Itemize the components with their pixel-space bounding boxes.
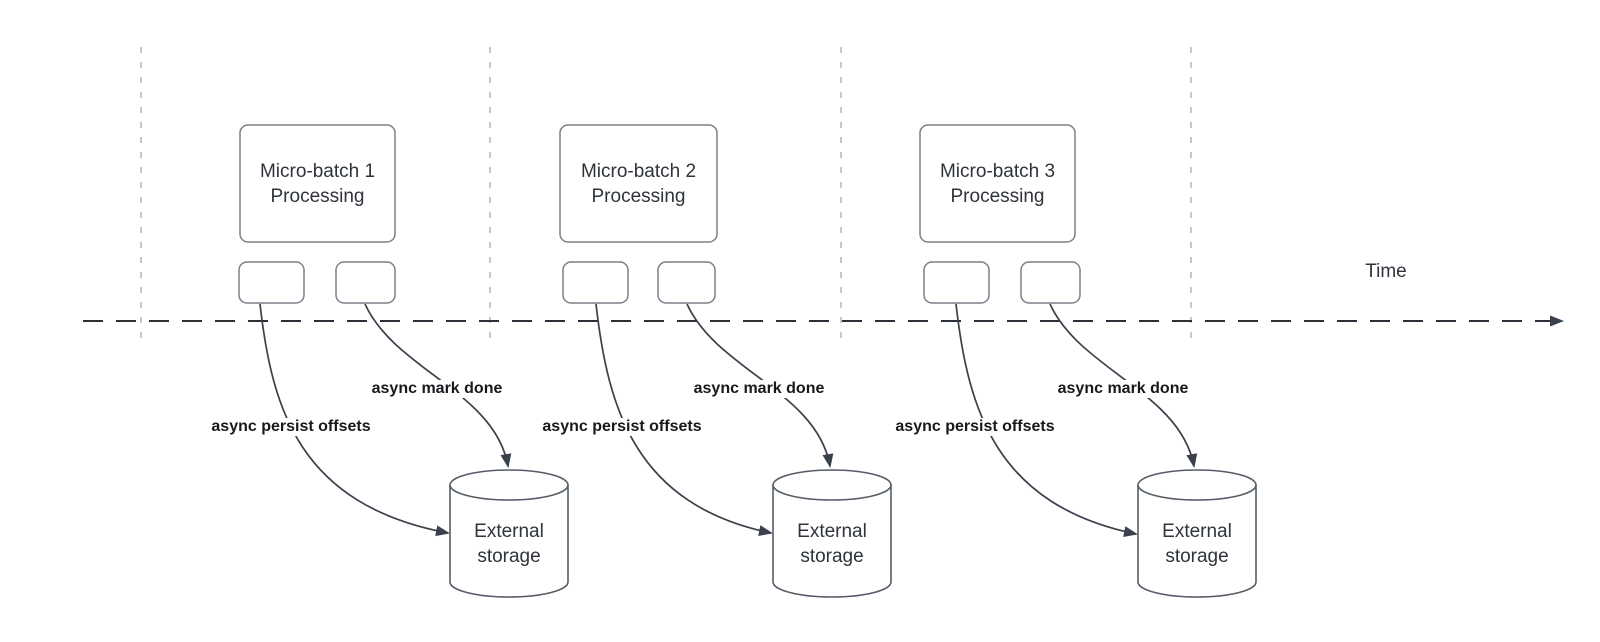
- micro-batch-3-box: [919, 124, 1076, 243]
- external-storage-cylinder-3-top: [1137, 469, 1257, 501]
- external-storage-cylinder-1-top: [449, 469, 569, 501]
- micro-batch-1-box: [239, 124, 396, 243]
- persist-offsets-curve-2: [595, 303, 773, 536]
- mark-done-curve-1: [364, 303, 512, 468]
- offset-task-box-1: [238, 261, 305, 304]
- done-task-box-2: [657, 261, 716, 304]
- external-storage-cylinder-2-top: [772, 469, 892, 501]
- done-task-box-3: [1020, 261, 1081, 304]
- persist-offsets-curve-3: [955, 303, 1138, 537]
- external-storage-cylinder-2: [772, 485, 892, 598]
- offset-task-box-2: [562, 261, 629, 304]
- external-storage-cylinder-3: [1137, 485, 1257, 598]
- offset-task-box-3: [923, 261, 990, 304]
- persist-offsets-curve-1: [259, 303, 450, 537]
- micro-batch-2-box: [559, 124, 718, 243]
- done-task-box-1: [335, 261, 396, 304]
- external-storage-cylinder-1: [449, 485, 569, 598]
- mark-done-curve-2: [686, 303, 834, 468]
- mark-done-curve-3: [1049, 303, 1198, 468]
